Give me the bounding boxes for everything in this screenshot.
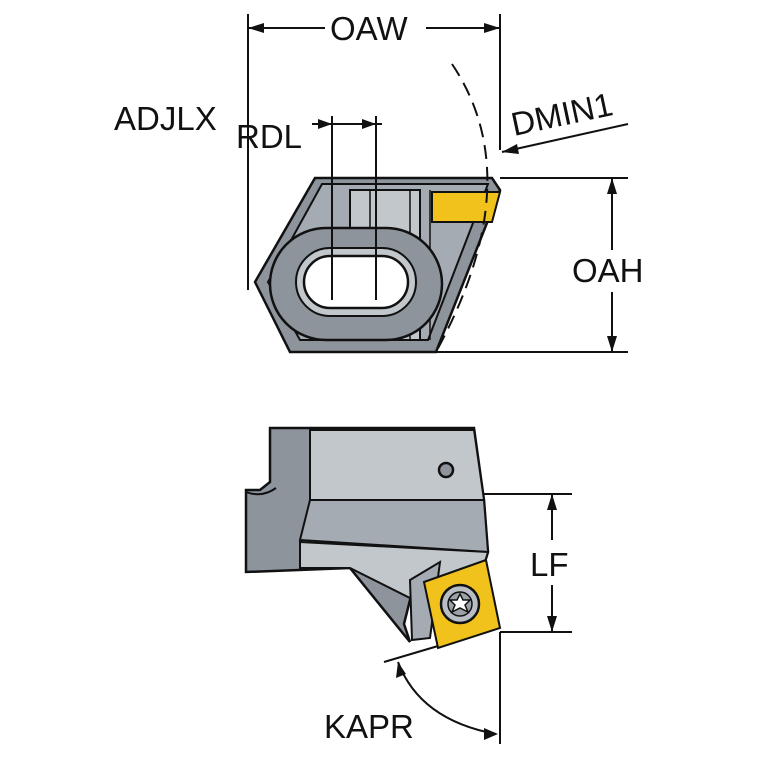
side-view-hole xyxy=(437,461,455,479)
dmin1-arc xyxy=(435,63,489,353)
side-view-upper-face xyxy=(309,429,486,501)
rdl-arrow-left xyxy=(318,119,332,129)
torx-screw-icon xyxy=(439,583,481,625)
kapr-label: KAPR xyxy=(324,708,414,745)
kapr-arrow-top xyxy=(396,662,406,678)
oaw-arrow-right xyxy=(484,23,500,33)
adjlx-label: ADJLX xyxy=(114,100,217,137)
lf-arrow-bottom xyxy=(547,616,557,632)
oah-arrow-bottom xyxy=(607,336,617,352)
kapr-arrow-bottom xyxy=(484,728,498,740)
lf-label: LF xyxy=(530,546,569,583)
top-view-insert xyxy=(431,191,502,223)
dmin1-arrow xyxy=(502,144,519,154)
oah-arrow-top xyxy=(607,178,617,194)
oaw-label: OAW xyxy=(330,10,408,47)
lf-arrow-top xyxy=(547,494,557,510)
top-view: OAW DMIN1 ADJLX RDL xyxy=(114,10,644,354)
dmin1-leader xyxy=(501,123,629,153)
oah-label: OAH xyxy=(572,252,644,289)
oaw-arrow-left xyxy=(248,23,264,33)
top-view-slot-opening xyxy=(302,254,410,310)
side-view-notch xyxy=(245,487,277,496)
side-view: LF KAPR xyxy=(244,426,572,745)
kapr-edge-extension xyxy=(383,645,439,663)
dmin1-label: DMIN1 xyxy=(508,85,616,143)
rdl-label: RDL xyxy=(236,118,302,155)
rdl-arrow-right xyxy=(362,119,376,129)
